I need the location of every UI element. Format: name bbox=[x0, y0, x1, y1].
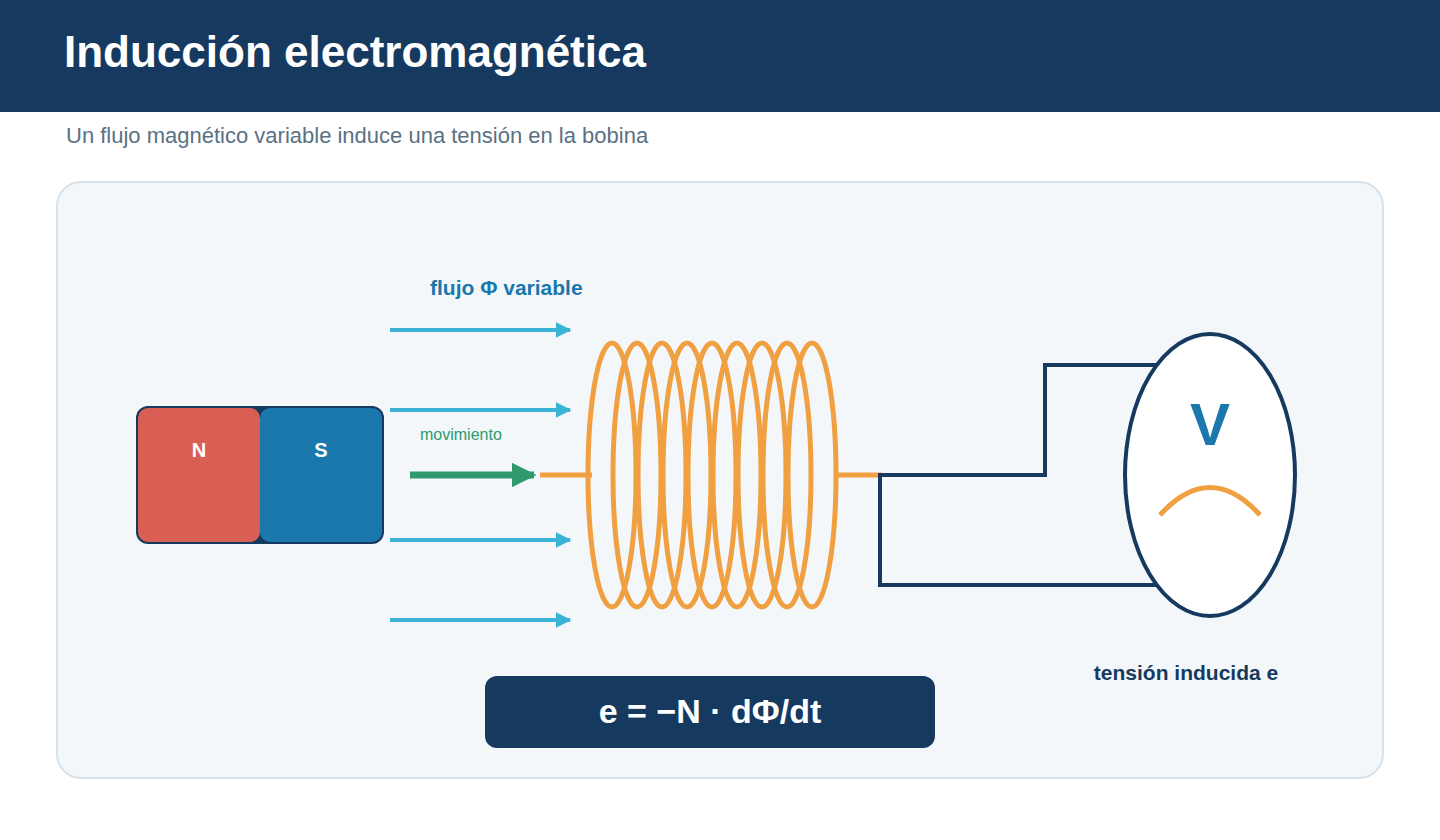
motion-arrow bbox=[410, 472, 534, 479]
coil-lead bbox=[834, 473, 882, 478]
formula-box-shape bbox=[485, 676, 935, 748]
south-pole-outline bbox=[260, 408, 382, 542]
node-label: e = −N · dΦ/dt bbox=[485, 693, 935, 730]
wires bbox=[880, 365, 1160, 585]
coil bbox=[540, 343, 882, 607]
subtitle: Un flujo magnético variable induce una t… bbox=[66, 123, 648, 149]
north-pole-outline bbox=[138, 408, 260, 542]
voltage-label: tensión inducida e bbox=[1094, 661, 1278, 685]
flux-arrow bbox=[390, 328, 570, 332]
node-label: N bbox=[138, 439, 260, 461]
flux-arrow bbox=[390, 538, 570, 542]
wire bbox=[880, 365, 1160, 475]
title: Inducción electromagnética bbox=[64, 27, 646, 77]
north-pole-shape bbox=[138, 408, 260, 542]
node-label: V bbox=[1123, 392, 1297, 458]
north-pole: N bbox=[138, 408, 260, 542]
flux-arrow bbox=[390, 408, 570, 412]
wire bbox=[880, 473, 1160, 585]
flux-label: flujo Φ variable bbox=[430, 276, 583, 300]
motion-label: movimiento bbox=[420, 426, 502, 444]
south-pole-shape bbox=[260, 408, 382, 542]
voltmeter: V bbox=[1123, 332, 1297, 618]
panel bbox=[57, 182, 1383, 778]
formula-box: e = −N · dΦ/dt bbox=[485, 676, 935, 748]
voltmeter-body bbox=[1125, 334, 1295, 616]
coil-winding bbox=[788, 343, 836, 607]
south-pole: S bbox=[260, 408, 382, 542]
flux-arrow bbox=[390, 618, 570, 622]
meter-needle-arc bbox=[1160, 488, 1260, 516]
header-bar bbox=[0, 0, 1440, 112]
node-label: S bbox=[260, 439, 382, 461]
voltmeter-outline bbox=[1123, 332, 1297, 618]
coil-lead bbox=[540, 473, 592, 478]
magnet-body bbox=[136, 406, 384, 544]
